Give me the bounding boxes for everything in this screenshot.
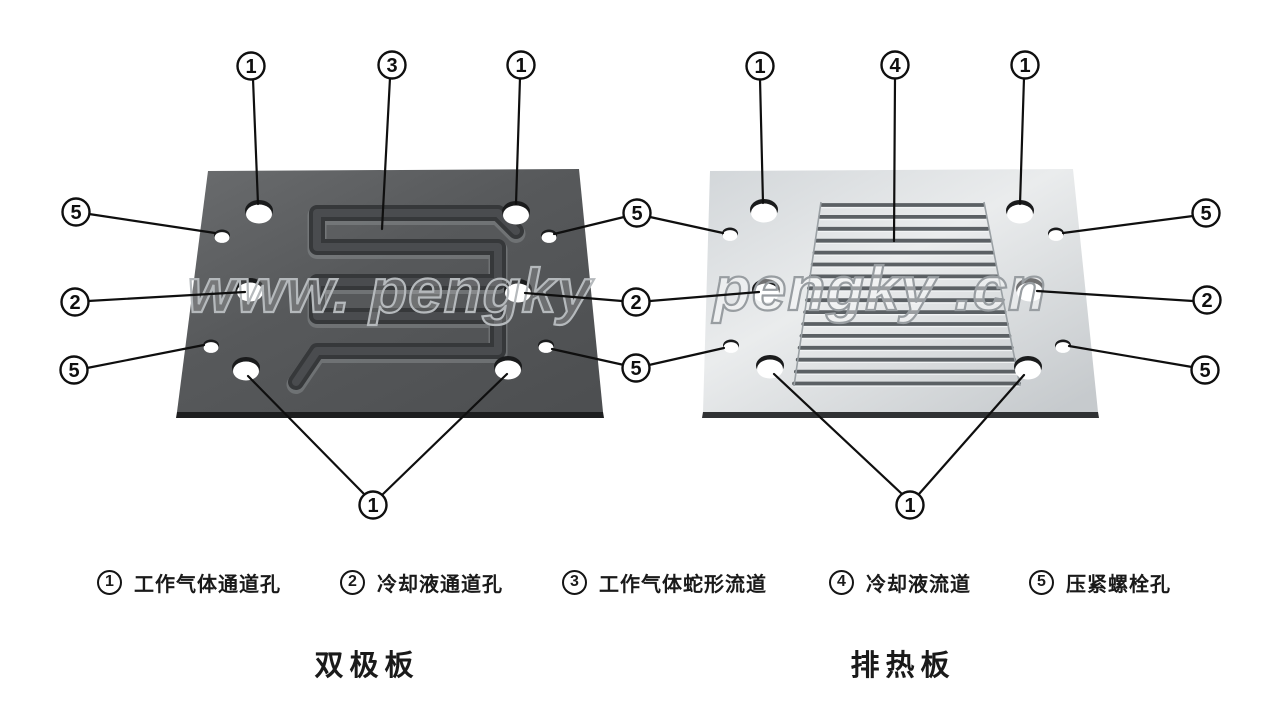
legend-item-4: 4 冷却液流道 bbox=[829, 568, 971, 596]
svg-text:1: 1 bbox=[245, 56, 256, 78]
legend-label-2: 冷却液通道孔 bbox=[377, 573, 503, 596]
callout-1: 1 bbox=[745, 51, 775, 81]
svg-text:5: 5 bbox=[630, 358, 641, 380]
gas-hole bbox=[494, 356, 522, 380]
callout-1: 1 bbox=[895, 490, 925, 520]
watermark-right: pengky .cn bbox=[711, 255, 1047, 324]
gas-hole bbox=[1014, 356, 1042, 380]
callout-5: 5 bbox=[59, 355, 89, 385]
legend-item-3: 3 工作气体蛇形流道 bbox=[562, 568, 767, 596]
bolt-hole bbox=[1048, 227, 1064, 241]
callout-5: 5 bbox=[1191, 198, 1221, 228]
legend-item-2: 2 冷却液通道孔 bbox=[340, 568, 503, 596]
bolt-hole bbox=[214, 229, 230, 243]
svg-text:1: 1 bbox=[367, 495, 378, 517]
legend-num-4: 4 bbox=[829, 569, 854, 595]
legend-item-1: 1 工作气体通道孔 bbox=[97, 568, 281, 596]
callout-1: 1 bbox=[358, 490, 388, 520]
svg-text:1: 1 bbox=[515, 55, 526, 77]
callout-5: 5 bbox=[622, 198, 652, 228]
gas-hole bbox=[232, 357, 260, 381]
svg-text:1: 1 bbox=[904, 495, 915, 517]
callout-1: 1 bbox=[1010, 50, 1040, 80]
right-plate: pengky .cn bbox=[702, 169, 1099, 418]
svg-text:2: 2 bbox=[630, 292, 641, 314]
callout-2: 2 bbox=[60, 287, 90, 317]
left-plate-edge bbox=[176, 412, 604, 418]
callout-2: 2 bbox=[1192, 285, 1222, 315]
right-plate-edge bbox=[702, 412, 1099, 418]
legend-label-1: 工作气体通道孔 bbox=[134, 573, 281, 596]
callout-circles: 1 3 1 5 2 5 1 5 2 5 1 4 1 5 2 5 1 bbox=[59, 50, 1222, 520]
leader-lines bbox=[85, 76, 1195, 497]
left-plate: www. pengky bbox=[176, 169, 604, 418]
callout-1: 1 bbox=[236, 51, 266, 81]
svg-text:2: 2 bbox=[69, 292, 80, 314]
groove-field-border bbox=[793, 201, 1021, 387]
bolt-hole bbox=[723, 339, 739, 353]
svg-text:4: 4 bbox=[889, 55, 901, 77]
callout-5: 5 bbox=[61, 197, 91, 227]
svg-text:1: 1 bbox=[1019, 55, 1030, 77]
legend-num-1: 1 bbox=[97, 569, 122, 595]
svg-text:3: 3 bbox=[386, 55, 397, 77]
coolant-grooves-graphic bbox=[792, 201, 1021, 387]
legend-label-3: 工作气体蛇形流道 bbox=[599, 573, 767, 596]
svg-text:1: 1 bbox=[754, 56, 765, 78]
callout-1: 1 bbox=[506, 50, 536, 80]
legend-label-5: 压紧螺栓孔 bbox=[1066, 573, 1171, 596]
bolt-hole bbox=[538, 339, 554, 353]
bolt-hole bbox=[203, 339, 219, 353]
plates-diagram: www. pengky pengky bbox=[59, 50, 1222, 520]
left-plate-title: 双极板 bbox=[314, 650, 420, 682]
gas-hole bbox=[756, 355, 784, 379]
callout-5: 5 bbox=[1190, 355, 1220, 385]
bolt-hole bbox=[722, 227, 738, 241]
svg-text:5: 5 bbox=[68, 360, 79, 382]
svg-text:5: 5 bbox=[631, 203, 642, 225]
legend-num-3: 3 bbox=[562, 569, 587, 595]
svg-text:2: 2 bbox=[1201, 290, 1212, 312]
callout-3: 3 bbox=[377, 50, 407, 80]
svg-text:5: 5 bbox=[1199, 360, 1210, 382]
legend-num-5: 5 bbox=[1029, 569, 1054, 595]
callout-4: 4 bbox=[880, 50, 910, 80]
legend-num-2: 2 bbox=[340, 569, 365, 595]
svg-text:5: 5 bbox=[1200, 203, 1211, 225]
right-plate-title: 排热板 bbox=[850, 650, 956, 682]
watermark-left: www. pengky bbox=[188, 257, 595, 326]
callout-5: 5 bbox=[621, 353, 651, 383]
legend-item-5: 5 压紧螺栓孔 bbox=[1029, 568, 1171, 596]
bolt-hole bbox=[541, 229, 557, 243]
legend-label-4: 冷却液流道 bbox=[866, 573, 971, 596]
callout-2: 2 bbox=[621, 287, 651, 317]
svg-text:5: 5 bbox=[70, 202, 81, 224]
